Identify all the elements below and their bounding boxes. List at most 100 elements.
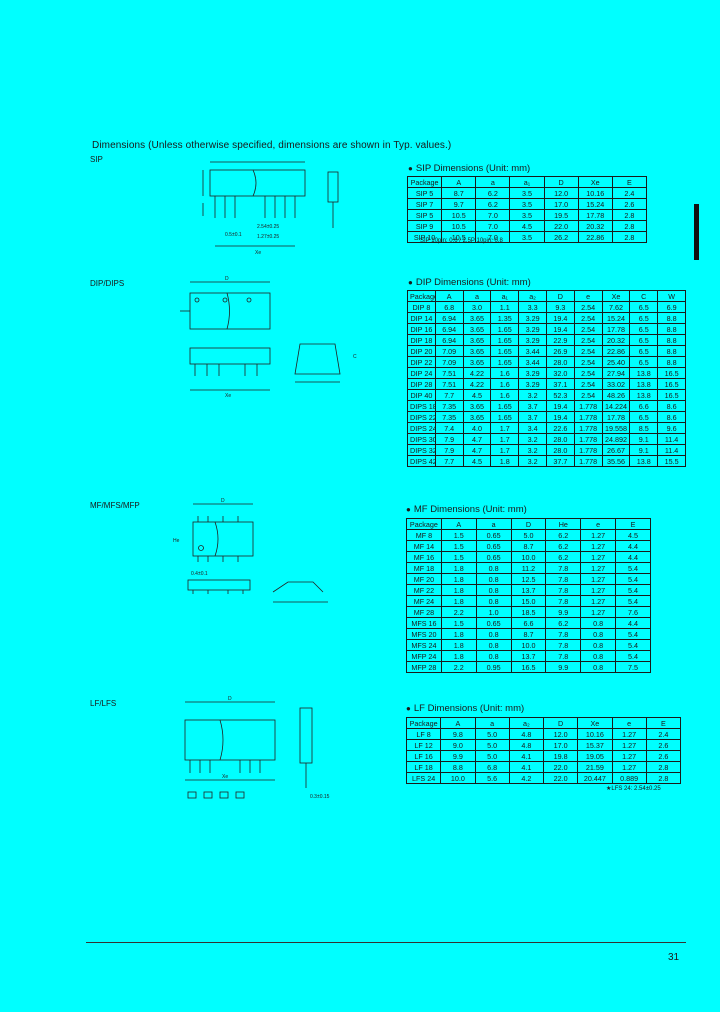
dip-header-cell: W bbox=[657, 290, 686, 302]
table-cell: 2.54 bbox=[573, 301, 603, 313]
table-cell: 8.7 bbox=[510, 628, 547, 640]
dip-header-cell: C bbox=[629, 290, 659, 302]
table-cell: 0.8 bbox=[475, 595, 512, 607]
mf-header-cell: He bbox=[545, 518, 582, 530]
table-cell: 4.4 bbox=[615, 551, 651, 563]
svg-text:D: D bbox=[221, 498, 225, 504]
table-cell: 1.27 bbox=[580, 584, 617, 596]
svg-text:Xe: Xe bbox=[255, 250, 261, 256]
table-cell: 14.224 bbox=[601, 400, 631, 412]
table-cell: 5.4 bbox=[615, 650, 651, 662]
table-cell: 7.8 bbox=[545, 573, 582, 585]
table-cell: 24.892 bbox=[601, 433, 631, 445]
table-cell: 2.54 bbox=[573, 334, 603, 346]
table-cell: 21.59 bbox=[577, 761, 613, 773]
table-cell: 5.6 bbox=[474, 772, 510, 784]
table-cell: 1.65 bbox=[490, 345, 520, 357]
table-cell: 1.27 bbox=[580, 529, 617, 541]
table-cell: 1.778 bbox=[573, 400, 603, 412]
table-cell: 5.4 bbox=[615, 562, 651, 574]
table-cell: 3.44 bbox=[518, 345, 547, 357]
table-cell: 16.5 bbox=[657, 367, 686, 379]
table-cell: 6.8 bbox=[474, 761, 510, 773]
table-cell: 4.2 bbox=[508, 772, 545, 784]
table-cell: DIPS 18 bbox=[407, 400, 436, 412]
table-cell: 22.0 bbox=[542, 761, 579, 773]
table-cell: 3.2 bbox=[518, 433, 547, 445]
lf-header-cell: A bbox=[440, 717, 476, 729]
table-cell: 4.7 bbox=[462, 444, 492, 456]
table-cell: DIP 20 bbox=[407, 345, 436, 357]
table-cell: 1.27 bbox=[611, 728, 647, 740]
table-cell: 6.2 bbox=[545, 529, 582, 541]
table-cell: 7.8 bbox=[545, 595, 582, 607]
table-cell: 2.54 bbox=[573, 345, 603, 357]
table-cell: 8.7 bbox=[510, 540, 547, 552]
table-cell: 10.16 bbox=[577, 187, 613, 199]
table-cell: 18.5 bbox=[510, 606, 547, 618]
table-cell: 11.4 bbox=[657, 444, 686, 456]
table-cell: 1.35 bbox=[490, 312, 520, 324]
table-cell: 1.6 bbox=[490, 389, 520, 401]
table-cell: 6.5 bbox=[629, 356, 659, 368]
table-cell: 10.5 bbox=[441, 209, 477, 221]
table-cell: 7.8 bbox=[545, 650, 582, 662]
table-cell: 7.9 bbox=[434, 444, 464, 456]
table-cell: 15.24 bbox=[577, 198, 613, 210]
lf-table-title: ●LF Dimensions (Unit: mm) bbox=[406, 703, 525, 714]
table-cell: MF 8 bbox=[406, 529, 442, 541]
table-cell: 1.6 bbox=[490, 367, 520, 379]
table-cell: 13.8 bbox=[629, 455, 659, 467]
table-cell: 4.1 bbox=[508, 761, 545, 773]
table-cell: 2.54 bbox=[573, 367, 603, 379]
table-cell: 2.2 bbox=[440, 661, 477, 673]
table-cell: 9.3 bbox=[545, 301, 575, 313]
table-cell: 1.8 bbox=[440, 639, 477, 651]
table-cell: MF 20 bbox=[406, 573, 442, 585]
svg-text:He: He bbox=[173, 538, 180, 544]
sip-header-cell: Xe bbox=[577, 176, 613, 188]
table-cell: 19.8 bbox=[542, 750, 579, 762]
table-cell: 1.0 bbox=[475, 606, 512, 618]
table-cell: 16.5 bbox=[510, 661, 547, 673]
table-cell: DIPS 22 bbox=[407, 411, 436, 423]
table-cell: 12.5 bbox=[510, 573, 547, 585]
table-cell: 1.6 bbox=[490, 378, 520, 390]
table-cell: 6.2 bbox=[475, 198, 511, 210]
table-cell: 9.1 bbox=[629, 444, 659, 456]
table-cell: 7.35 bbox=[434, 411, 464, 423]
table-cell: 7.35 bbox=[434, 400, 464, 412]
table-cell: 13.8 bbox=[629, 367, 659, 379]
dip-header-cell: a₂ bbox=[518, 290, 547, 302]
table-cell: DIP 40 bbox=[407, 389, 436, 401]
table-cell: 4.5 bbox=[509, 220, 545, 232]
table-cell: 2.54 bbox=[573, 378, 603, 390]
table-cell: 1.778 bbox=[573, 444, 603, 456]
table-cell: 3.65 bbox=[462, 334, 492, 346]
sip-table-footnote: SIP 10pin: 0.6 / 2.5P 10pin: 0.8 bbox=[420, 238, 503, 244]
table-cell: 3.3 bbox=[518, 301, 547, 313]
table-cell: 7.51 bbox=[434, 367, 464, 379]
table-cell: 20.447 bbox=[577, 772, 613, 784]
table-cell: 1.8 bbox=[490, 455, 520, 467]
table-cell: 22.86 bbox=[577, 231, 613, 243]
table-cell: 3.65 bbox=[462, 400, 492, 412]
